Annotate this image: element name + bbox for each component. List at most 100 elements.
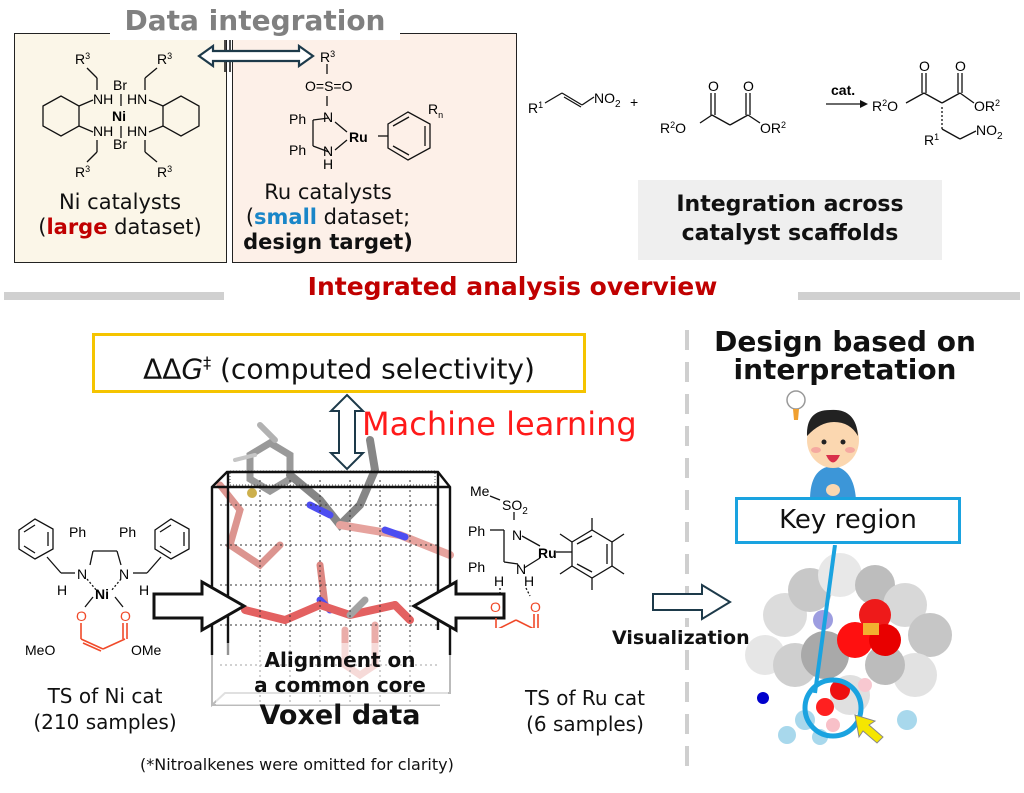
r1-label: R1 (528, 100, 543, 116)
integration-line1: Integration across (676, 192, 904, 217)
design-title: Design based on interpretation (700, 328, 990, 384)
voxel-data-title: Voxel data (259, 700, 421, 731)
section-divider-right (798, 292, 1020, 300)
ome-label: OMe (131, 642, 162, 655)
h-label: H (323, 156, 333, 172)
small-highlight: small (254, 205, 317, 229)
large-highlight: large (46, 215, 108, 239)
ddg-target-box: ΔΔG‡ (computed selectivity) (92, 333, 586, 393)
n-label: N (323, 109, 333, 125)
ph-label: Ph (468, 559, 485, 575)
reaction-scheme: R1 NO2 + O O R2O OR2 cat. O O R2O OR2 R1… (528, 58, 1003, 148)
footnote: (*Nitroalkenes were omitted for clarity) (140, 755, 454, 774)
n-label: N (119, 566, 129, 582)
o-label: O (955, 58, 966, 74)
o-label: O (919, 58, 930, 74)
ru-catalyst-panel: R3 O=S=O Ph Ph N N H Ru Rn Ru catalysts … (232, 33, 517, 263)
integration-across-scaffolds-box: Integration across catalyst scaffolds (638, 180, 942, 260)
ni-ts-structure: Ph Ph N N H H Ni O O MeO OMe (18, 518, 190, 655)
alignment-line1: Alignment on (264, 648, 416, 672)
r2o-label: R2O (872, 98, 898, 114)
so2-label: SO2 (502, 497, 528, 517)
r3-label: R3 (75, 51, 90, 67)
visualization-arrow-icon (652, 583, 732, 621)
design-line1: Design based on (714, 325, 976, 358)
r3-label: R3 (157, 164, 172, 180)
g-symbol: G (181, 352, 204, 386)
cat-label: cat. (831, 82, 855, 98)
ml-double-arrow-icon (328, 393, 366, 471)
ru-caption-title: Ru catalysts (264, 180, 392, 204)
no2-label: NO2 (594, 90, 621, 110)
hn-label: HN (127, 123, 147, 139)
or2-label: OR2 (760, 120, 786, 136)
ph-label: Ph (119, 524, 136, 540)
dagger: ‡ (203, 353, 212, 372)
r1-label: R1 (924, 132, 939, 148)
ni-caption: Ni catalysts (large dataset) (15, 190, 225, 240)
br-label: Br (113, 136, 127, 152)
r3-label: R3 (320, 49, 335, 65)
o-label: O (530, 599, 541, 615)
ru-caption: Ru catalysts (small dataset; design targ… (233, 180, 423, 255)
o-label: O (708, 78, 719, 94)
ru-atom-label: Ru (349, 129, 368, 145)
o-label: O (743, 78, 754, 94)
plus-sign: + (630, 94, 638, 110)
nh-label: NH (93, 123, 113, 139)
br-label: Br (113, 77, 127, 93)
ru-ts-title: TS of Ru cat (524, 686, 646, 710)
hn-label: HN (127, 91, 147, 107)
ni-caption-detail: (large dataset) (38, 215, 202, 239)
ru-catalyst-structure: R3 O=S=O Ph Ph N N H Ru Rn (289, 49, 443, 172)
n-label: N (516, 561, 526, 577)
nh-label: NH (93, 91, 113, 107)
person-idea-icon (786, 390, 859, 500)
alignment-caption: Alignment on a common core (230, 648, 450, 698)
me-label: Me (470, 483, 490, 499)
vertical-separator (685, 330, 689, 770)
visualization-label: Visualization (610, 627, 752, 649)
no2-label: NO2 (976, 122, 1003, 142)
ni-ts-title: TS of Ni cat (47, 684, 163, 708)
alignment-line2: a common core (254, 673, 426, 697)
n-label: N (77, 566, 87, 582)
ru-ts-caption: TS of Ru cat (6 samples) (505, 685, 665, 737)
key-region-box: Key region (735, 497, 961, 544)
n-label: N (323, 143, 333, 159)
r3-label: R3 (75, 164, 90, 180)
h-label: H (524, 573, 534, 589)
ru-caption-detail: (small dataset; (245, 205, 411, 229)
right-arrow-icon (152, 579, 248, 633)
ni-caption-title: Ni catalysts (58, 190, 182, 214)
computed-selectivity-label: (computed selectivity) (211, 352, 535, 386)
h-label: H (139, 582, 149, 598)
integration-line2: catalyst scaffolds (681, 221, 899, 246)
ni-ts-caption: TS of Ni cat (210 samples) (10, 683, 200, 735)
design-target-label: design target) (243, 230, 413, 254)
h-label: H (57, 582, 67, 598)
section-title: Integrated analysis overview (307, 272, 718, 301)
ru-atom-label: Ru (538, 545, 557, 561)
machine-learning-label: Machine learning (362, 405, 637, 443)
ph-label: Ph (289, 111, 306, 127)
so2-label: O=S=O (305, 78, 353, 94)
h-label: H (494, 573, 504, 589)
ni-catalyst-panel: R3 R3 R3 R3 Br Br NH HN NH HN Ni Ni cata… (14, 33, 227, 263)
delta-delta: ΔΔ (143, 352, 182, 386)
ni-ts-samples: (210 samples) (33, 710, 177, 734)
o-label: O (120, 608, 131, 624)
o-label: O (76, 608, 87, 624)
section-divider-left (4, 292, 224, 300)
ph-label: Ph (289, 142, 306, 158)
o-label: O (490, 599, 501, 615)
or2-label: OR2 (974, 98, 1000, 114)
meo-label: MeO (25, 642, 55, 655)
double-arrow-icon (197, 40, 315, 72)
n-label: N (512, 527, 522, 543)
ph-label: Ph (69, 524, 86, 540)
design-line2: interpretation (733, 353, 957, 386)
r2o-label: R2O (660, 120, 686, 136)
ni-catalyst-structure: R3 R3 R3 R3 Br Br NH HN NH HN Ni (42, 51, 200, 180)
ru-ts-samples: (6 samples) (526, 712, 644, 736)
